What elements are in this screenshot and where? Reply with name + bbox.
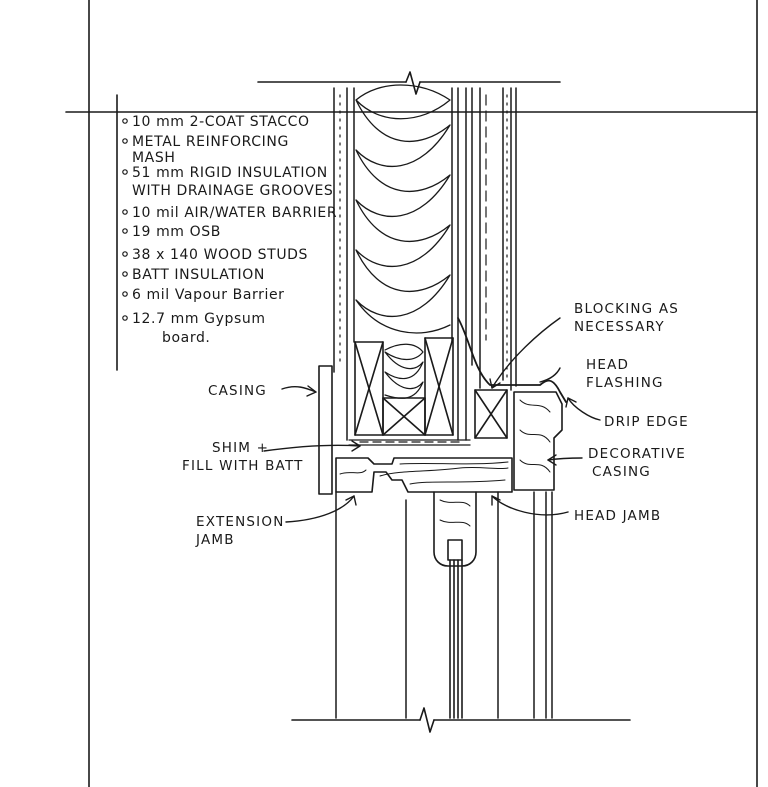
note-3: 51 mm RIGID INSULATION bbox=[132, 165, 328, 181]
label-head-flashing-1: HEAD bbox=[586, 357, 629, 373]
label-head-flashing-2: FLASHING bbox=[586, 375, 664, 391]
label-head-jamb: HEAD JAMB bbox=[574, 508, 661, 524]
note-6: 38 x 140 WOOD STUDS bbox=[132, 247, 308, 263]
blocking bbox=[474, 389, 508, 439]
sheet-frame bbox=[65, 0, 758, 787]
note-4: 10 mil AIR/WATER BARRIER bbox=[132, 205, 337, 221]
note-3-cont: WITH DRAINAGE GROOVES bbox=[132, 183, 333, 199]
note-2: METAL REINFORCING bbox=[132, 134, 289, 150]
interior-casing bbox=[318, 365, 333, 495]
jamb-assembly bbox=[335, 457, 513, 493]
wall-section bbox=[333, 87, 517, 441]
bottom-break-line bbox=[291, 707, 631, 733]
note-2-cont: MASH bbox=[132, 150, 175, 166]
label-decorative-2: CASING bbox=[592, 464, 651, 480]
callout-labels: CASING SHIM + FILL WITH BATT EXTENSION J… bbox=[182, 301, 689, 548]
material-notes: 10 mm 2-COAT STACCO METAL REINFORCING MA… bbox=[122, 114, 337, 346]
label-decorative-1: DECORATIVE bbox=[588, 446, 686, 462]
note-8: 6 mil Vapour Barrier bbox=[132, 287, 285, 303]
label-blocking-2: NECESSARY bbox=[574, 319, 665, 335]
batt-insulation-pattern bbox=[355, 84, 451, 334]
leader-arrows bbox=[263, 317, 601, 523]
note-9-cont: board. bbox=[162, 330, 210, 346]
decorative-casing bbox=[513, 391, 563, 491]
wood-stud-header bbox=[354, 337, 454, 436]
window-sash-profile bbox=[433, 491, 477, 719]
head-flashing bbox=[457, 317, 567, 403]
label-shim-2: FILL WITH BATT bbox=[182, 458, 304, 474]
note-9: 12.7 mm Gypsum bbox=[132, 311, 266, 327]
label-drip-edge: DRIP EDGE bbox=[604, 414, 689, 430]
label-blocking-1: BLOCKING AS bbox=[574, 301, 679, 317]
shim bbox=[348, 439, 471, 446]
label-shim-1: SHIM + bbox=[212, 440, 269, 456]
note-7: BATT INSULATION bbox=[132, 267, 265, 283]
label-casing: CASING bbox=[208, 383, 267, 399]
label-extension-1: EXTENSION bbox=[196, 514, 285, 530]
label-extension-2: JAMB bbox=[195, 532, 235, 548]
note-1: 10 mm 2-COAT STACCO bbox=[132, 114, 310, 130]
side-jambs bbox=[335, 491, 553, 719]
top-break-line bbox=[257, 71, 561, 95]
note-5: 19 mm OSB bbox=[132, 224, 221, 240]
